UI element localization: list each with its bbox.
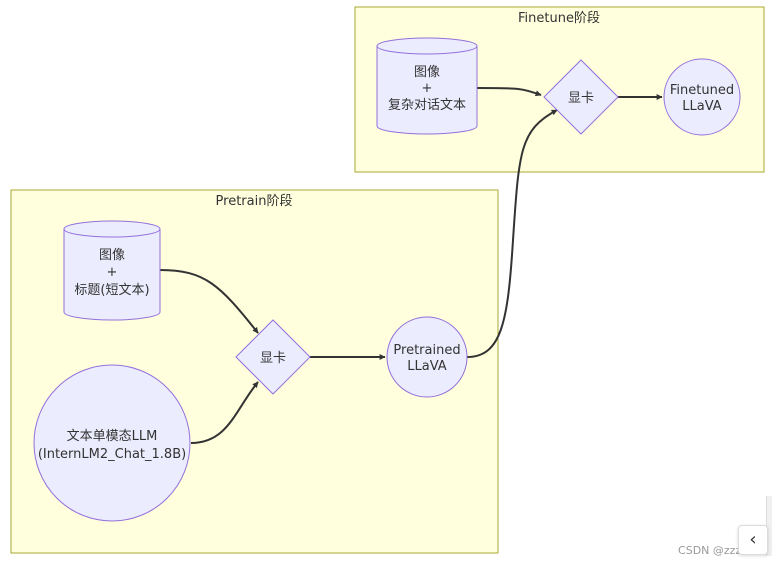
text-llm-line-2: (InternLM2_Chat_1.8B) — [38, 447, 186, 462]
pretrain-data-node: 图像 + 标题(短文本) — [63, 220, 161, 321]
finetuned-llava-line-2: LLaVA — [682, 99, 722, 114]
chevron-left-icon: ‹ — [749, 529, 757, 550]
edge-text-llm-to-gpu — [190, 381, 259, 444]
finetune-data-line-3: 复杂对话文本 — [388, 98, 466, 113]
pretrained-llava-node: Pretrained LLaVA — [386, 316, 468, 398]
finetuned-llava-node: Finetuned LLaVA — [663, 58, 741, 136]
text-llm-line-1: 文本单模态LLM — [67, 429, 158, 444]
pretrained-llava-line-2: LLaVA — [407, 359, 447, 374]
pretrain-stage-label: Pretrain阶段 — [216, 194, 293, 209]
pretrain-data-line-3: 标题(短文本) — [74, 283, 149, 298]
pretrain-gpu-label: 显卡 — [260, 351, 286, 366]
finetune-data-line-2: + — [422, 81, 433, 96]
pretrained-llava-line-1: Pretrained — [393, 343, 460, 358]
edge-pretrained-llava-to-finetune-gpu — [466, 109, 558, 358]
finetune-stage-label: Finetune阶段 — [518, 11, 600, 26]
edge-finetune-db-to-gpu — [476, 87, 542, 97]
finetune-data-node: 图像 + 复杂对话文本 — [376, 37, 478, 135]
finetune-gpu-node: 显卡 — [543, 59, 619, 135]
text-llm-node: 文本单模态LLM (InternLM2_Chat_1.8B) — [33, 364, 191, 522]
finetune-gpu-label: 显卡 — [568, 91, 594, 106]
pretrain-gpu-node: 显卡 — [235, 319, 311, 395]
pretrain-data-line-2: + — [107, 265, 118, 280]
pretrain-data-line-1: 图像 — [99, 248, 125, 263]
edge-pretrain-db-to-gpu — [159, 269, 259, 334]
finetuned-llava-line-1: Finetuned — [670, 83, 734, 98]
finetune-data-line-1: 图像 — [414, 65, 440, 80]
collapse-button[interactable]: ‹ — [738, 525, 768, 555]
